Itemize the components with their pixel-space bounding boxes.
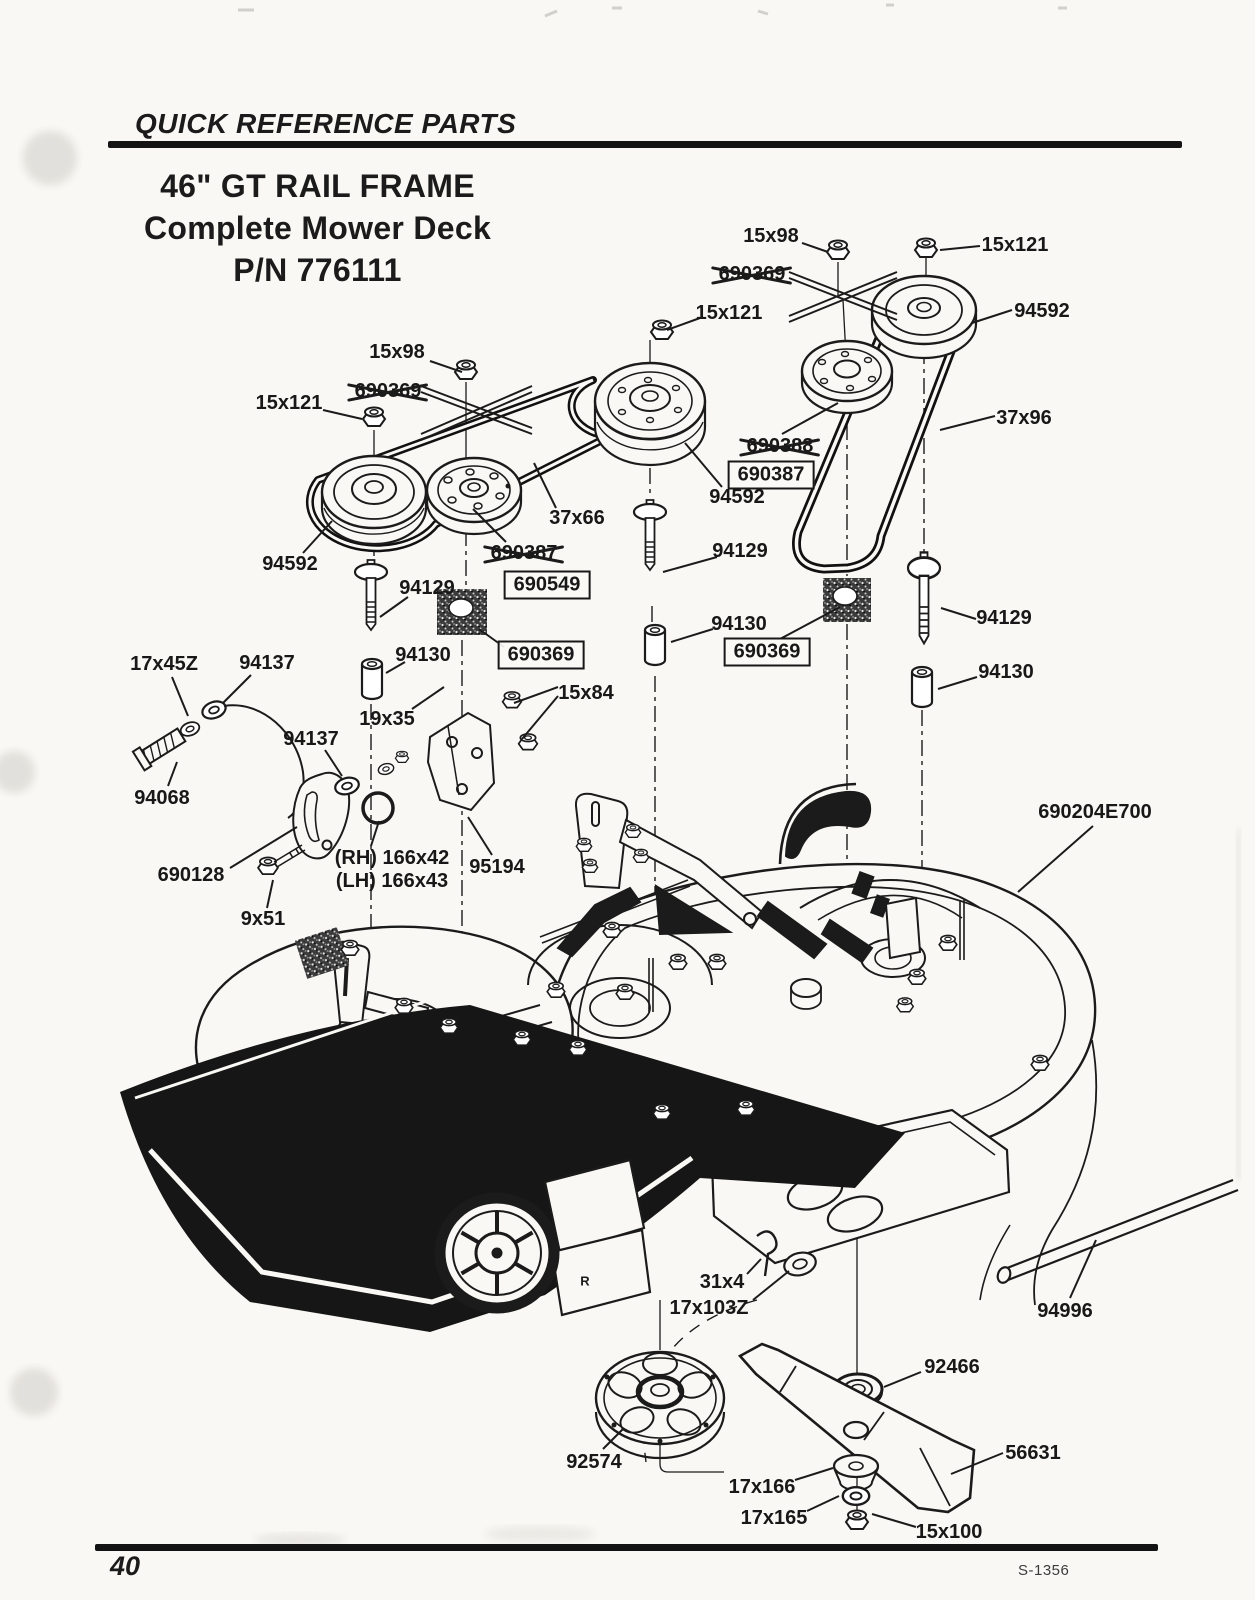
hole-punch <box>23 131 77 185</box>
leader-line <box>533 462 557 509</box>
title-line-3: P/N 776111 <box>233 252 402 288</box>
blade-fasteners <box>832 1453 880 1530</box>
footer-rule <box>95 1544 1158 1551</box>
leader-line <box>379 596 409 618</box>
leader-line <box>871 1513 917 1528</box>
leader-line <box>602 1427 625 1450</box>
leader-line <box>883 1371 922 1388</box>
leader-line <box>779 606 841 640</box>
page-number: 40 <box>110 1551 141 1581</box>
leader-line <box>171 676 189 717</box>
leader-line <box>670 628 714 643</box>
leader-line <box>950 1452 1004 1475</box>
pulley-94592-left <box>320 454 428 546</box>
hole-punch <box>0 751 35 793</box>
leader-line <box>411 686 445 710</box>
leader-line <box>781 402 839 435</box>
leader-line <box>324 749 343 777</box>
page-header: QUICK REFERENCE PARTS <box>135 108 517 139</box>
leader-line <box>467 816 493 856</box>
pulley-94592-right <box>870 274 978 360</box>
leader-line <box>752 1270 790 1301</box>
leader-line <box>266 879 274 909</box>
leader-line <box>684 442 723 488</box>
mule-drive-assembly <box>294 782 922 1026</box>
rod-94996 <box>996 1178 1239 1284</box>
leader-line <box>1017 825 1094 893</box>
leader-line <box>429 360 463 373</box>
leader-line <box>662 556 718 573</box>
idler-pulley-right <box>800 339 894 415</box>
title-line-1: 46" GT RAIL FRAME <box>160 168 475 204</box>
leader-line <box>478 628 505 648</box>
leader-line <box>666 317 701 331</box>
leader-line <box>801 242 829 253</box>
title-line-2: Complete Mower Deck <box>143 210 492 246</box>
leader-lines-layer <box>167 242 1097 1528</box>
leader-line <box>939 415 996 431</box>
leader-line <box>370 820 380 847</box>
leader-line <box>746 1258 762 1275</box>
spindle-pulley-92574 <box>594 1350 726 1460</box>
leader-line <box>940 607 977 620</box>
leader-line <box>806 1495 840 1512</box>
header-rule <box>108 141 1182 148</box>
document-code: S-1356 <box>1018 1562 1070 1579</box>
deck-marking-r: R <box>580 1273 590 1289</box>
leader-line <box>322 409 363 420</box>
blade-56631 <box>737 1342 976 1514</box>
diagram-title: 46" GT RAIL FRAME Complete Mower Deck P/… <box>110 165 525 291</box>
pulley-94592-center <box>593 361 707 467</box>
cross-braces <box>420 271 898 441</box>
pin-31x4 <box>756 1230 778 1277</box>
leader-line <box>939 245 981 251</box>
leader-line <box>971 309 1013 324</box>
leader-line <box>385 661 406 674</box>
leader-line <box>167 761 178 787</box>
leader-line <box>1069 1239 1097 1299</box>
leader-line <box>794 1467 834 1481</box>
hardware-columns <box>353 237 942 751</box>
leader-line <box>937 676 978 690</box>
idler-pulley-left <box>425 456 523 536</box>
leader-line <box>521 695 559 740</box>
leader-line <box>229 826 298 869</box>
scan-artifacts <box>0 3 1241 1547</box>
leader-line <box>513 686 559 704</box>
gauge-wheel <box>434 1158 652 1317</box>
leader-line <box>222 674 252 704</box>
left-linkage-parts <box>131 697 496 875</box>
belt-37x66 <box>305 376 616 553</box>
washer-17x103Z <box>783 1251 817 1277</box>
leader-line <box>472 508 507 543</box>
leader-line <box>302 520 333 554</box>
hole-punch <box>10 1368 58 1416</box>
